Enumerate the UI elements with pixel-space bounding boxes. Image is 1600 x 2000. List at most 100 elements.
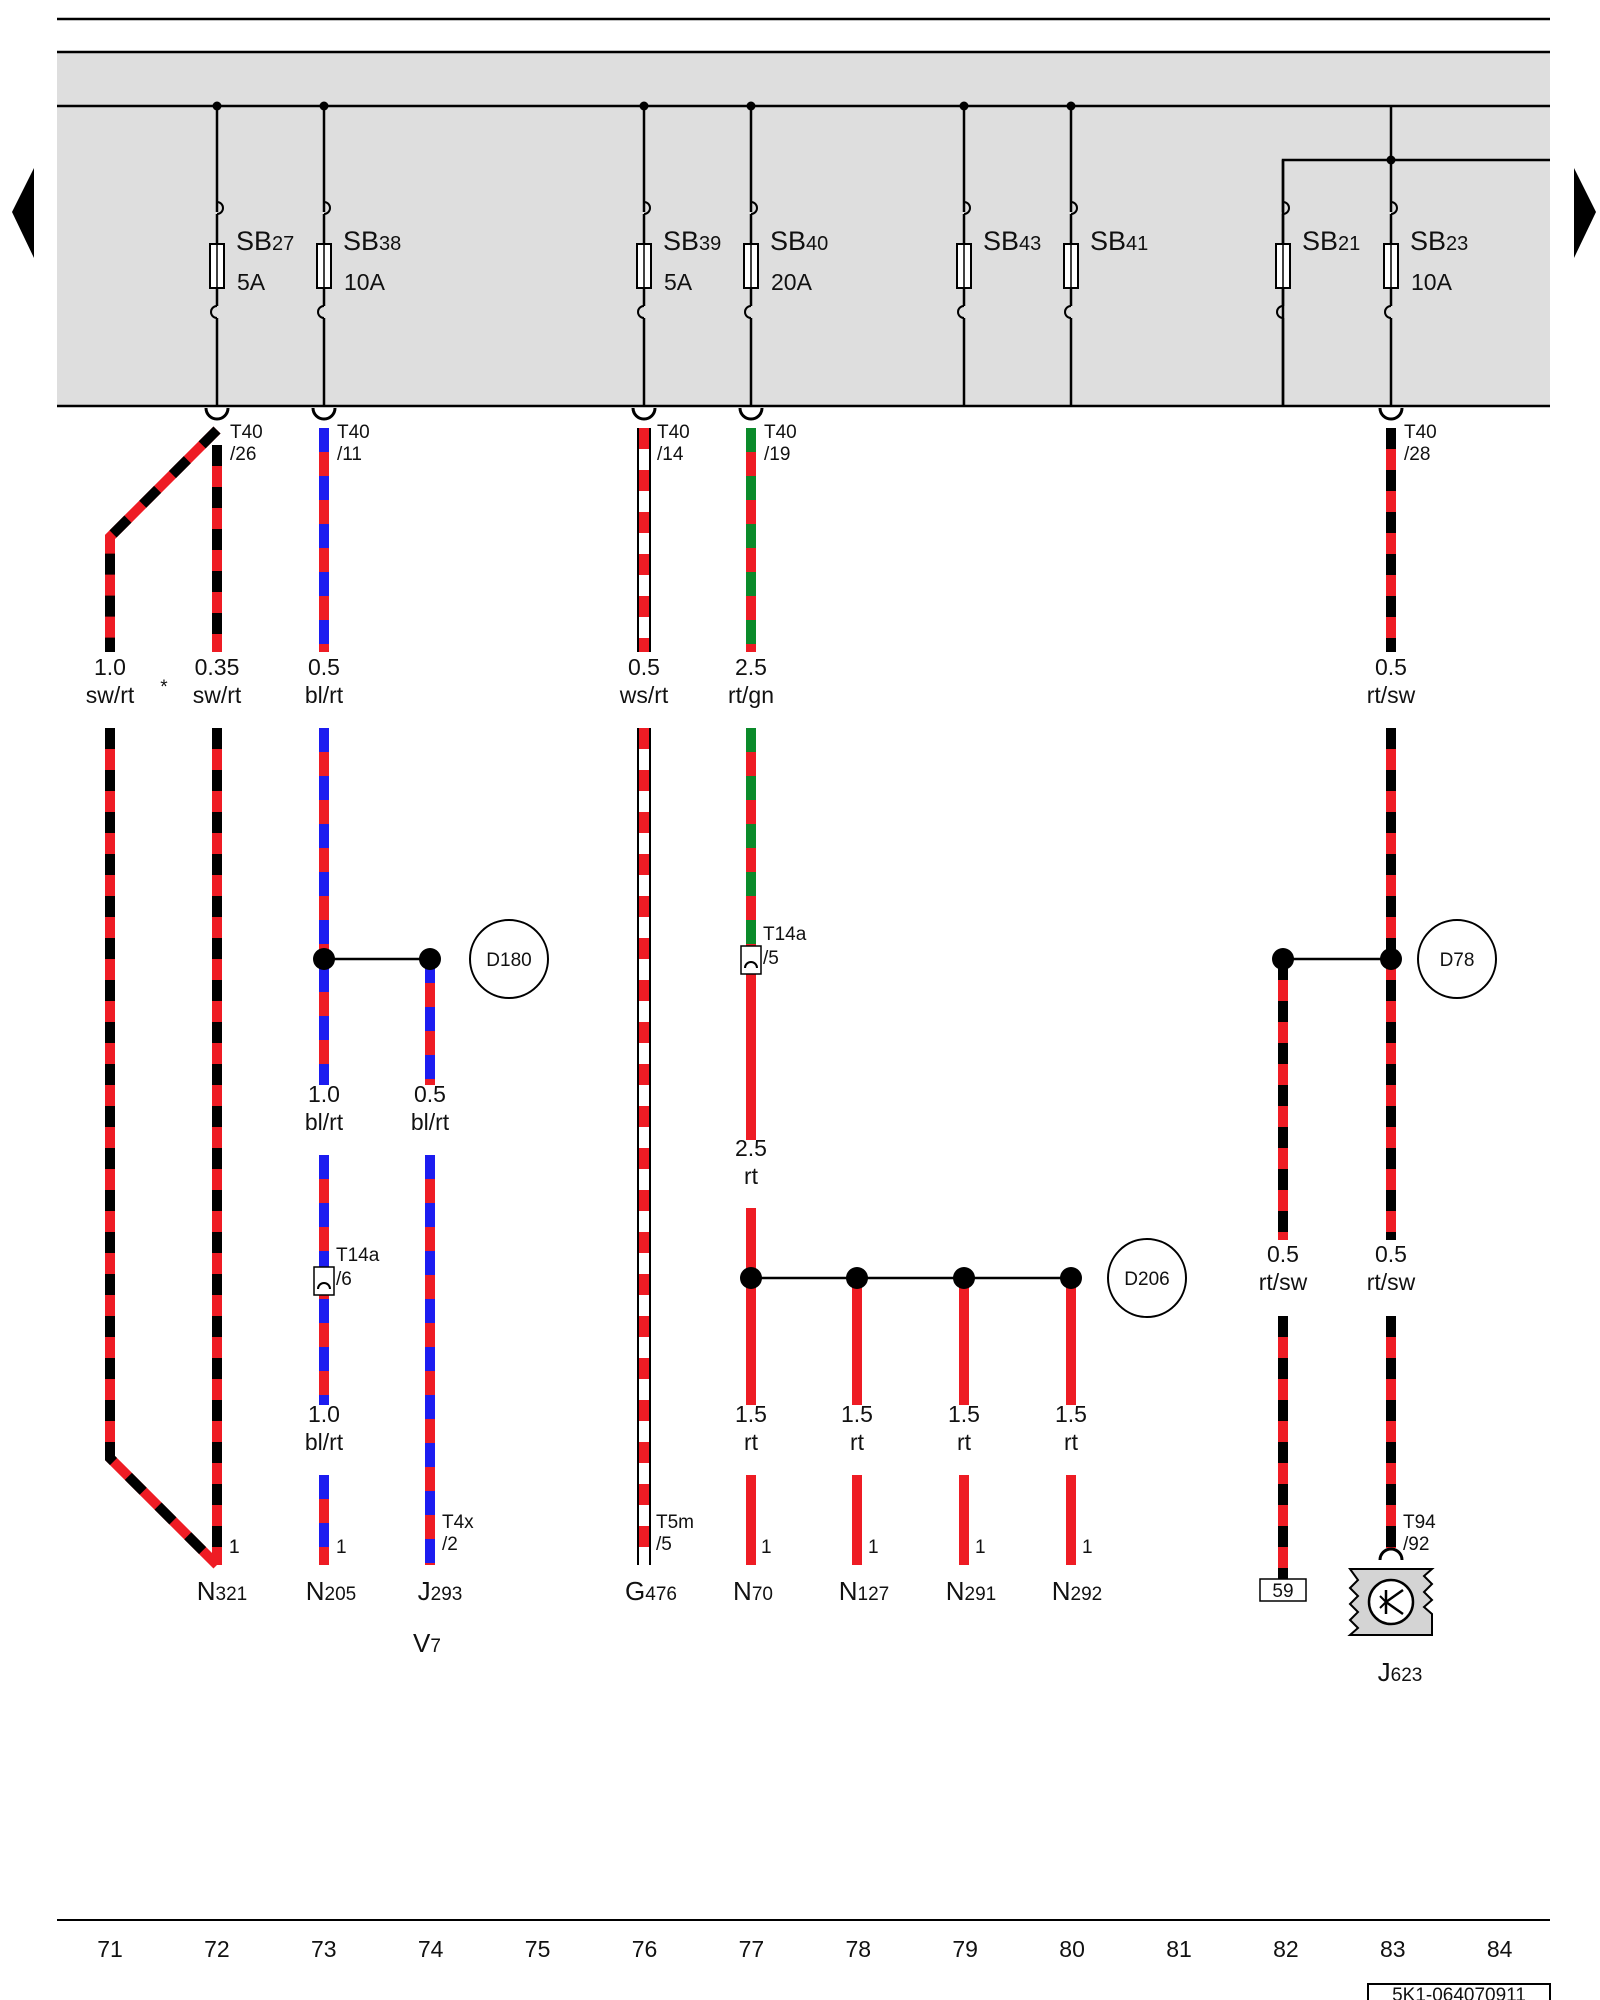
drawing-code-box (1367, 1983, 1551, 2000)
component-label[interactable]: N127 (839, 1576, 889, 1606)
connector-pin: /19 (764, 444, 790, 465)
wire-size-label: 0.35 (195, 654, 240, 680)
connectors (204, 407, 1404, 1561)
column-number: 76 (632, 1936, 658, 1962)
wire-size-label: 2.5 (735, 654, 767, 680)
plain-wires (215, 106, 1393, 406)
fuses (209, 201, 1399, 319)
wire-color-label: rt (850, 1429, 865, 1455)
component-label[interactable]: N321 (197, 1576, 247, 1606)
wire-stripe (105, 426, 221, 652)
wire-size-label: 0.5 (1375, 654, 1407, 680)
wire-color-label: sw/rt (193, 682, 242, 708)
wire-color-label: rt (1064, 1429, 1079, 1455)
fuse-rating: 5A (664, 269, 693, 295)
wire-stripe (105, 728, 221, 1569)
ground-terminal-label: 59 (1272, 1581, 1293, 1602)
connector-name: T40 (1404, 422, 1437, 443)
component-label[interactable]: J623 (1378, 1657, 1423, 1687)
connector-pin: /6 (336, 1269, 352, 1290)
bus-junction (319, 101, 329, 111)
wire-size-label: 1.5 (735, 1401, 767, 1427)
column-number: 72 (204, 1936, 230, 1962)
splice-dot (1380, 948, 1402, 970)
fuse-name: SB41 (1090, 226, 1148, 256)
splice-points (212, 101, 1497, 1318)
junction-label: D180 (486, 950, 531, 971)
footnote-mark: * (160, 677, 168, 698)
fuse-rating: 10A (1411, 269, 1453, 295)
ground-terminal-box (1259, 1578, 1307, 1602)
junction-label: D78 (1440, 950, 1475, 971)
inline-connector-icon (313, 1266, 335, 1296)
component-label[interactable]: N291 (946, 1576, 996, 1606)
column-number: 78 (846, 1936, 872, 1962)
component-label[interactable]: N205 (306, 1576, 356, 1606)
fuse-contact-icon (637, 305, 645, 319)
inline-connector-icon (317, 1282, 331, 1290)
fuse-rating: 5A (237, 269, 266, 295)
connector-socket-icon (738, 407, 764, 421)
pin-number: 1 (229, 1537, 240, 1558)
splice-dot (953, 1267, 975, 1289)
pin-number: 1 (868, 1537, 879, 1558)
fuse-rating: 20A (771, 269, 813, 295)
wire-color-label: bl/rt (411, 1109, 450, 1135)
wire-size-label: 1.0 (308, 1081, 340, 1107)
wire-color-label: rt/sw (1367, 682, 1416, 708)
triangle-right-icon[interactable] (1574, 168, 1596, 258)
fuse-contact-icon (750, 201, 758, 215)
wire-base (105, 728, 221, 1569)
splice-dot (1060, 1267, 1082, 1289)
connector-name: T4x (442, 1512, 474, 1533)
connector-socket-icon (1378, 407, 1404, 421)
wire-color-label: bl/rt (305, 682, 344, 708)
wire-color-label: rt (957, 1429, 972, 1455)
fuse-contact-icon (1390, 201, 1398, 215)
component-label[interactable]: G476 (625, 1576, 677, 1606)
fuse-contact-icon (1070, 201, 1078, 215)
bus-junction (746, 101, 756, 111)
wire-color-label: ws/rt (619, 682, 669, 708)
fuse-contact-icon (323, 201, 331, 215)
pin-number: 1 (1082, 1537, 1093, 1558)
wire-size-label: 1.5 (841, 1401, 873, 1427)
column-number: 83 (1380, 1936, 1406, 1962)
connector-socket-icon (204, 407, 230, 421)
drawing-code: 5K1-064070911 (1392, 1985, 1526, 2000)
colored-wires (105, 426, 1396, 1579)
triangle-left-icon[interactable] (12, 168, 34, 258)
wire-size-label: 1.0 (308, 1401, 340, 1427)
wire-color-label: rt/sw (1367, 1269, 1416, 1295)
component-label[interactable]: N292 (1052, 1576, 1102, 1606)
wire-size-label: 0.5 (414, 1081, 446, 1107)
component-label[interactable]: V7 (413, 1628, 441, 1658)
splice-dot (846, 1267, 868, 1289)
inline-connector-icon (740, 945, 762, 975)
transistor-symbol-icon (1347, 1568, 1435, 1636)
fuse-name: SB23 (1410, 226, 1468, 256)
connector-name: T14a (336, 1245, 380, 1266)
fuse-contact-icon (643, 201, 651, 215)
wire-color-label: rt (744, 1429, 759, 1455)
column-number: 71 (97, 1936, 123, 1962)
component-label[interactable]: J293 (418, 1576, 463, 1606)
column-number: 77 (739, 1936, 765, 1962)
column-number: 74 (418, 1936, 444, 1962)
pin-number: 1 (761, 1537, 772, 1558)
fuse-name: SB38 (343, 226, 401, 256)
wire-size-label: 0.5 (1267, 1241, 1299, 1267)
component-label[interactable]: N70 (733, 1576, 773, 1606)
wire-size-label: 0.5 (308, 654, 340, 680)
junction-circle (1417, 919, 1497, 999)
fuse-panel (57, 52, 1550, 406)
connector-pin: /5 (763, 948, 779, 969)
fuse-contact-icon (1282, 201, 1290, 215)
fuse-name: SB40 (770, 226, 828, 256)
splice-dot (1272, 948, 1294, 970)
wire-color-label: rt/sw (1259, 1269, 1308, 1295)
connector-socket-icon (631, 407, 657, 421)
